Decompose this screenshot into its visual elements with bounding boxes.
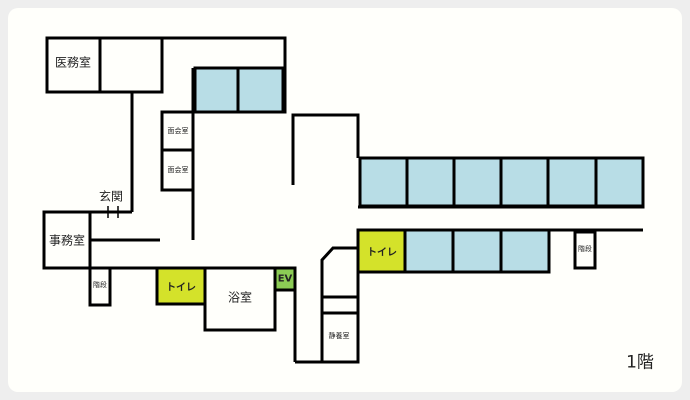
rest-room-label: 静養室 — [328, 332, 350, 340]
room — [451, 228, 503, 274]
room — [403, 228, 455, 274]
bath-label: 浴室 — [227, 290, 253, 305]
resident-rooms-south — [403, 228, 551, 274]
room — [499, 156, 550, 208]
toilet-left-label: トイレ — [166, 282, 196, 294]
stairs-right — [573, 230, 597, 270]
stairs-left — [88, 266, 112, 307]
room — [193, 66, 240, 114]
office-label: 事務室 — [48, 233, 86, 248]
entrance-label: 玄関 — [98, 189, 124, 204]
bath — [203, 266, 277, 332]
medical-room-label: 医務室 — [54, 55, 92, 70]
stairs-right-label: 階段 — [578, 245, 592, 253]
toilet-right-label: トイレ — [367, 247, 397, 259]
elevator-label: EV — [277, 273, 293, 285]
room — [594, 156, 645, 208]
stairs-left-label: 階段 — [93, 281, 107, 289]
visit-room-2-label: 面会室 — [167, 166, 189, 174]
room — [546, 156, 598, 208]
visit-room-1-label: 面会室 — [167, 127, 189, 135]
resident-rooms-top — [193, 66, 285, 114]
toilet-left — [155, 266, 207, 306]
resident-rooms-east — [358, 156, 645, 208]
room — [358, 156, 409, 208]
room — [405, 156, 456, 208]
room — [236, 66, 285, 114]
room — [499, 228, 551, 274]
visit-room-2 — [160, 148, 195, 192]
floor-label: 1階 — [626, 352, 654, 373]
room — [452, 156, 503, 208]
